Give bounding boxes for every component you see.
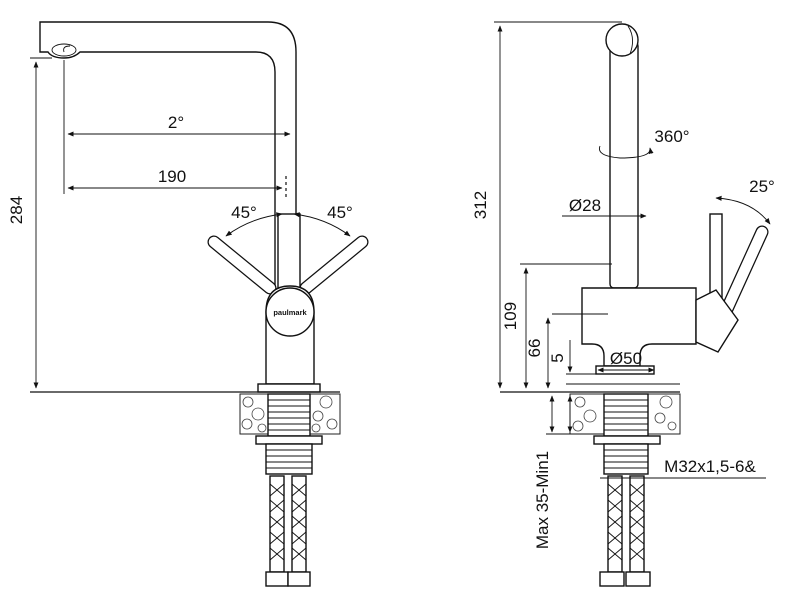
dim-label-5: 5: [548, 353, 567, 362]
side-shank: [603, 393, 649, 437]
thread-label: M32x1,5-6&: [664, 457, 756, 476]
side-view: 312 360° Ø28 25° 109 66 5 Ø50 Max 35-Min…: [471, 21, 775, 587]
front-nut: [255, 435, 323, 445]
front-shank: [267, 393, 311, 437]
front-hose-fitting-right: [287, 571, 311, 587]
side-spout-head: [605, 23, 639, 57]
dim-label-2deg: 2°: [168, 113, 184, 132]
dim-label-312: 312: [471, 191, 490, 219]
front-spout-outlet: [51, 43, 77, 57]
front-fixing-nut: [265, 443, 313, 475]
dim-label-190: 190: [158, 167, 186, 186]
dim-label-d28: Ø28: [569, 196, 601, 215]
front-spout: [39, 21, 297, 301]
swivel-arrow: [598, 145, 654, 159]
front-base-ring: [257, 383, 321, 393]
front-view: paulmark: [7, 21, 369, 587]
brand-logo: paulmark: [273, 308, 307, 317]
arc-handle-left: [225, 212, 283, 237]
angle-label-25: 25°: [749, 177, 775, 196]
dim-label-d50: Ø50: [610, 349, 642, 368]
side-hose-fitting-left: [599, 571, 625, 587]
arc-handle-25: [715, 195, 771, 225]
dim-label-counter: Max 35-Min1: [533, 451, 552, 549]
arc-handle-right: [293, 212, 351, 237]
dim-label-284: 284: [7, 196, 26, 224]
side-spout-tube: [609, 41, 639, 289]
side-fixing-nut: [603, 443, 649, 475]
dim-label-66: 66: [525, 339, 544, 358]
angle-label-right: 45°: [327, 203, 353, 222]
front-logo-disc: [265, 287, 315, 337]
side-hose-fitting-right: [625, 571, 651, 587]
front-hose-fitting-left: [265, 571, 289, 587]
dim-label-109: 109: [501, 302, 520, 330]
side-handle-joint: [695, 289, 739, 353]
side-nut: [593, 435, 661, 445]
angle-label-left: 45°: [231, 203, 257, 222]
swivel-label-360: 360°: [654, 127, 689, 146]
